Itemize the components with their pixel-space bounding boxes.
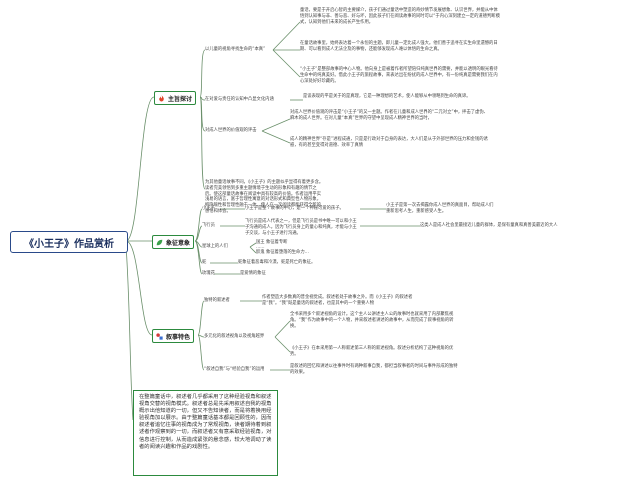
shapes-icon [156,332,163,340]
theme-item-label: 以儿童的视角寻找生命的“本真” [205,47,266,52]
narrative-item-label: 独特的叙述者 [204,298,230,303]
symbol-item-right: 这类人是成人社会里最接近儿童的群体，是保有童真和真善美最近的大人 [420,223,558,228]
symbol-item-mid: 小王子是整个故事的中心，是一个神秘可爱的孩子。 [245,206,344,211]
symbol-star-text: 国王 象征着专断 [256,240,288,245]
branch-symbol: 象征意象 [152,235,195,249]
summary-box: 在整篇童话中，叙述者几乎都采用了这种经验视角和叙述视角交替的视角模式。叙述者总是… [133,390,278,476]
symbol-item-label: 星球上的人们 [202,244,228,249]
narrative-item-detail: 是叙述的回忆和讲述以往事件时有两种叙事自我，都担当叙事者的时间与事件形成的独特的… [290,364,458,375]
symbol-item-right: 小王子是第一次去揭露你成人世界的真面目，帮助成人们重新思考人生，重新感受人生。 [386,203,494,214]
connector-root-narrative [125,240,153,336]
symbol-star-text: 醉鬼 象征着堕落的生命力… [256,250,309,255]
narrative-item-detail: 《小王子》在本采用第一人称叙述第三人称的叙述视角。叙述分析结构了这种视角的优势。 [290,346,454,357]
narrative-item-label: 多元化的叙述视角以及视角越界 [204,334,265,339]
symbol-item-label: 飞行员 [202,223,215,228]
branch-symbol-label: 象征意象 [166,239,191,247]
theme-item-label: 在对爱与责任的认知中凸显文化内涵 [205,97,274,102]
theme-item-detail: 在童话故事里，始终表达着一个永恒的主题，即儿童一定比成人强大。他们善于追寻在实生… [300,41,498,52]
root-title: 《小王子》作品赏析 [10,231,128,253]
symbol-item-mid: 蛇象征着恶毒和冷漠，蛇是死亡的象征。 [238,260,316,265]
theme-item-detail: 成人的精神世界“存是”进程成通，只是是行政对于自身的表达，大人们是从于外部世界的… [290,137,488,148]
theme-note: 为其他童话故事不同，《小王子》的主题似乎显得有着更多含。读者完美领悟到多重主题情… [205,180,324,214]
theme-item-detail: 童话，要是于开启心智的主要媒介，孩子们通过童话中塑造的奇妙情节发展想象、认识世界… [300,8,500,25]
branch-theme: 主旨探讨 [154,91,197,105]
branch-narrative-label: 叙事特色 [166,333,191,341]
branch-theme-label: 主旨探讨 [168,95,193,103]
connector-root-summary [125,245,134,421]
symbol-item-label: 小王子 [202,206,215,211]
theme-item-detail: 是谈表现的平是关于的是真理，它是一种理想的艺术，使人能够从中领略到生命的真谛。 [303,94,471,99]
branch-narrative: 叙事特色 [152,329,195,343]
narrative-item-label: “叙述自我”与“经验自我”的运用 [204,367,265,372]
symbol-item-label: 玫瑰花 [202,271,215,276]
symbol-item-label: 蛇 [202,260,207,265]
fire-icon [158,94,165,102]
symbol-item-mid: 是爱情的象征 [240,271,266,276]
connector-root-theme [125,96,155,242]
theme-item-detail: 对成人世界价值观的评击是“小王子”的又一主题。作者在儿童和成人世界的“二元对立”… [290,110,488,121]
theme-item-label: 对成人世界的价值观的评击 [205,128,257,133]
symbol-star-text: …… [256,245,265,250]
leaf-icon [156,239,163,246]
narrative-item-detail: 作者塑造大多数真的普金视觉成。叙述者处于故事之外。而《小王子》的叙述者是“我”。… [262,295,413,306]
theme-item-detail: “小王子”是整部故事的中心人物。他向身上是被着作者所望陪归纯真世界的需要，并能以… [300,67,498,84]
symbol-item-mid: 飞行员是成人代表之一，但是飞行员是书中唯一可以和小王子沟通的成人。因为飞行员身上… [245,219,357,236]
narrative-item-detail: 全书采用多个叙述视角的设计。这个主人公讲述主人公的故事时也就采用了内部聚焦视角。… [290,312,454,329]
